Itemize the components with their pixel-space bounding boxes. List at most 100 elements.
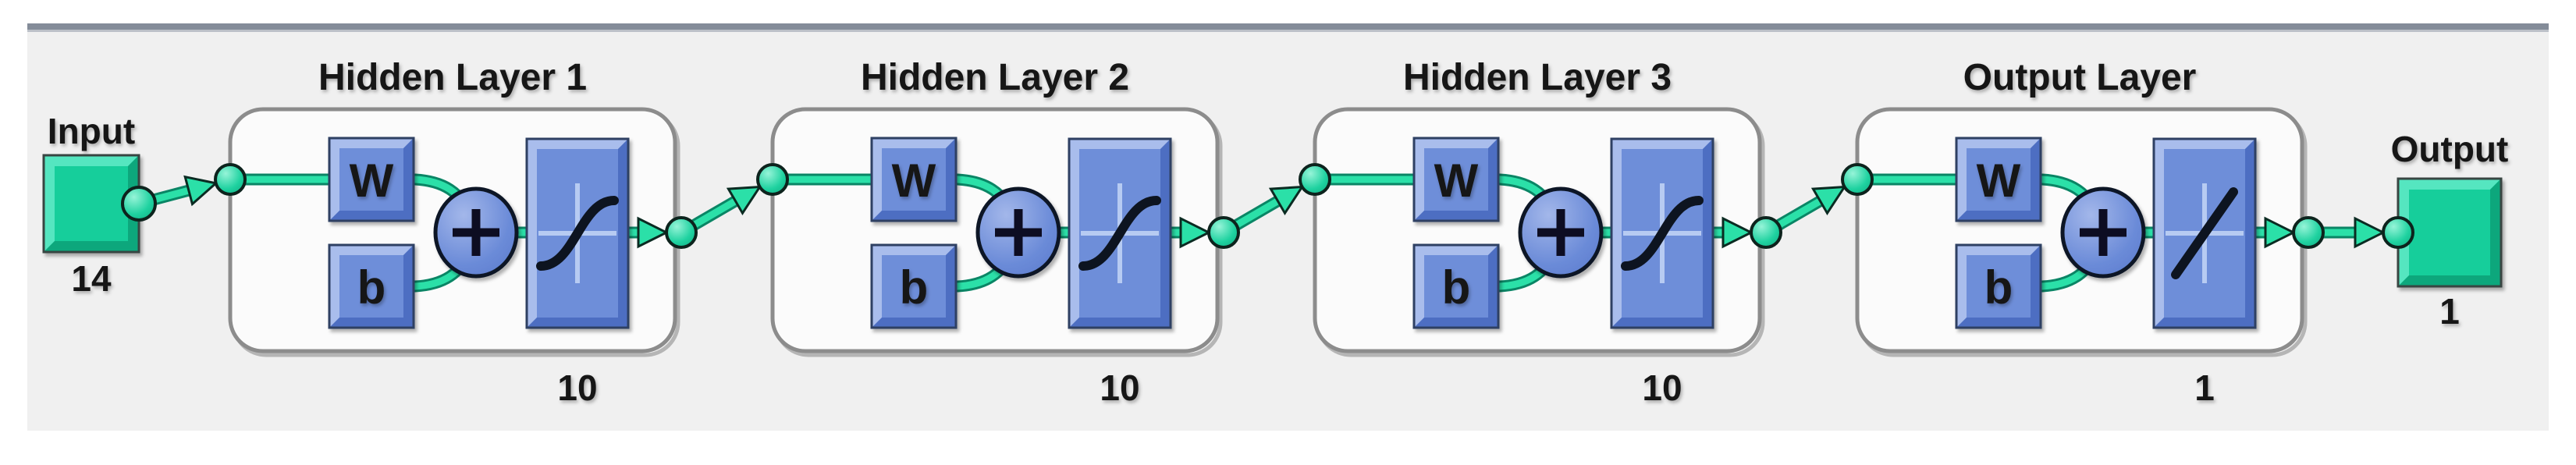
bias-block — [1412, 243, 1500, 329]
panel-top-border-highlight — [27, 30, 2549, 32]
connector-nodes — [121, 163, 2414, 249]
layer3-to-layer4-arrow-head — [1810, 185, 1847, 216]
sum-junction — [975, 186, 1061, 279]
layer-title: Hidden Layer 3 — [1403, 57, 1672, 98]
bias-block-face — [1414, 245, 1498, 328]
weight-block — [870, 137, 958, 222]
transfer-block-bevel-dark — [2154, 139, 2255, 328]
weight-block-bevel-light — [1414, 138, 1498, 221]
bias-block — [1955, 243, 2042, 329]
output-square-face — [2398, 179, 2501, 286]
plus-icon — [1537, 209, 1584, 256]
input-node — [121, 186, 157, 222]
weight-block-outline — [1955, 137, 2042, 222]
sum-junction — [2060, 186, 2146, 279]
layer-group-3: Hidden Layer 3 10 Wb — [1309, 57, 1765, 408]
bias-block-bevel-light — [1956, 245, 2041, 328]
layer-title: Hidden Layer 2 — [861, 57, 1129, 98]
transfer-block-outline — [1068, 137, 1172, 329]
linear-transfer-icon — [2171, 187, 2238, 279]
transfer-block-bevel-light — [1069, 139, 1171, 328]
sum-junction — [433, 186, 519, 279]
bias-block-outline — [1955, 243, 2042, 329]
signal-arrows — [146, 175, 2386, 249]
output-label: Output — [2391, 129, 2509, 169]
layer-input-node — [214, 163, 247, 196]
bias-label: b — [900, 261, 929, 314]
bias-block-outline — [870, 243, 958, 329]
transfer-block — [2152, 137, 2257, 329]
layer-output-arrowhead — [1179, 216, 1212, 249]
transfer-block-bevel-light — [1611, 139, 1713, 328]
layer-output-arrowhead — [2264, 216, 2297, 249]
weight-label: W — [350, 154, 394, 207]
sigmoid-curve-icon — [536, 196, 619, 271]
plus-icon — [2080, 209, 2127, 256]
weight-block — [1955, 137, 2042, 222]
layer2-to-layer3-arrow-head — [1268, 185, 1305, 216]
transfer-block-bevel-dark — [527, 139, 628, 328]
layer-output-node — [2292, 216, 2325, 249]
layer-input-node — [1841, 163, 1874, 196]
layer-output-node — [1750, 216, 1782, 249]
transfer-block-bevel-dark — [1611, 139, 1713, 328]
bias-block-bevel-dark — [872, 245, 956, 328]
output-node — [2382, 216, 2414, 249]
bias-block-outline — [328, 243, 415, 329]
output-size: 1 — [2439, 291, 2460, 332]
transfer-block-bevel-light — [2154, 139, 2255, 328]
input-square-bevel-light — [44, 155, 139, 252]
layer-size: 1 — [2194, 367, 2215, 408]
output-group: Output 1 — [2391, 129, 2509, 332]
weight-block-outline — [328, 137, 415, 222]
sum-junction — [1518, 186, 1604, 279]
layer-size: 10 — [1642, 367, 1682, 408]
bias-block-bevel-dark — [1414, 245, 1498, 328]
bias-block — [870, 243, 958, 329]
input-size: 14 — [71, 258, 112, 299]
bias-block — [328, 243, 415, 329]
bias-block-face — [329, 245, 414, 328]
weight-block-face — [1956, 138, 2041, 221]
bias-block-face — [1956, 245, 2041, 328]
layer1-to-layer2-arrow-head — [726, 185, 762, 216]
layer-title: Output Layer — [1963, 57, 2197, 98]
bias-block-outline — [1412, 243, 1500, 329]
weight-block-outline — [870, 137, 958, 222]
bias-block-bevel-light — [872, 245, 956, 328]
output-square-bevel-light — [2398, 179, 2501, 286]
transfer-block-outline — [2152, 137, 2257, 329]
bias-block-face — [872, 245, 956, 328]
bias-block-bevel-dark — [1956, 245, 2041, 328]
weight-label: W — [1977, 154, 2021, 207]
layer-size: 10 — [557, 367, 597, 408]
layer-title: Hidden Layer 1 — [318, 57, 587, 98]
weight-block-bevel-light — [1956, 138, 2041, 221]
layer-output-node — [1207, 216, 1240, 249]
input-group: Input 14 — [42, 111, 140, 299]
weight-block-bevel-dark — [1956, 138, 2041, 221]
bias-label: b — [1984, 261, 2013, 314]
layer-output-arrowhead — [637, 216, 670, 249]
layer1-to-layer2-arrow-line — [688, 194, 744, 230]
layer-group-4: Output Layer 1 Wb — [1851, 57, 2308, 408]
layer3-to-layer4-arrow-line — [1773, 194, 1829, 230]
layer2-to-layer3-arrow-line — [1231, 194, 1287, 230]
sigmoid-curve-icon — [1078, 196, 1161, 271]
input-arrow-head — [183, 175, 219, 207]
transfer-block-outline — [1610, 137, 1714, 329]
bias-label: b — [357, 261, 386, 314]
weight-block-face — [1414, 138, 1498, 221]
weight-block — [328, 137, 415, 222]
input-label: Input — [48, 111, 135, 151]
layer-output-arrowhead — [1721, 216, 1754, 249]
weight-label: W — [1434, 154, 1479, 207]
weight-block-bevel-dark — [1414, 138, 1498, 221]
weight-block-bevel-light — [872, 138, 956, 221]
plus-icon — [995, 209, 1042, 256]
bias-block-bevel-dark — [329, 245, 414, 328]
bias-label: b — [1442, 261, 1471, 314]
weight-block-face — [329, 138, 414, 221]
